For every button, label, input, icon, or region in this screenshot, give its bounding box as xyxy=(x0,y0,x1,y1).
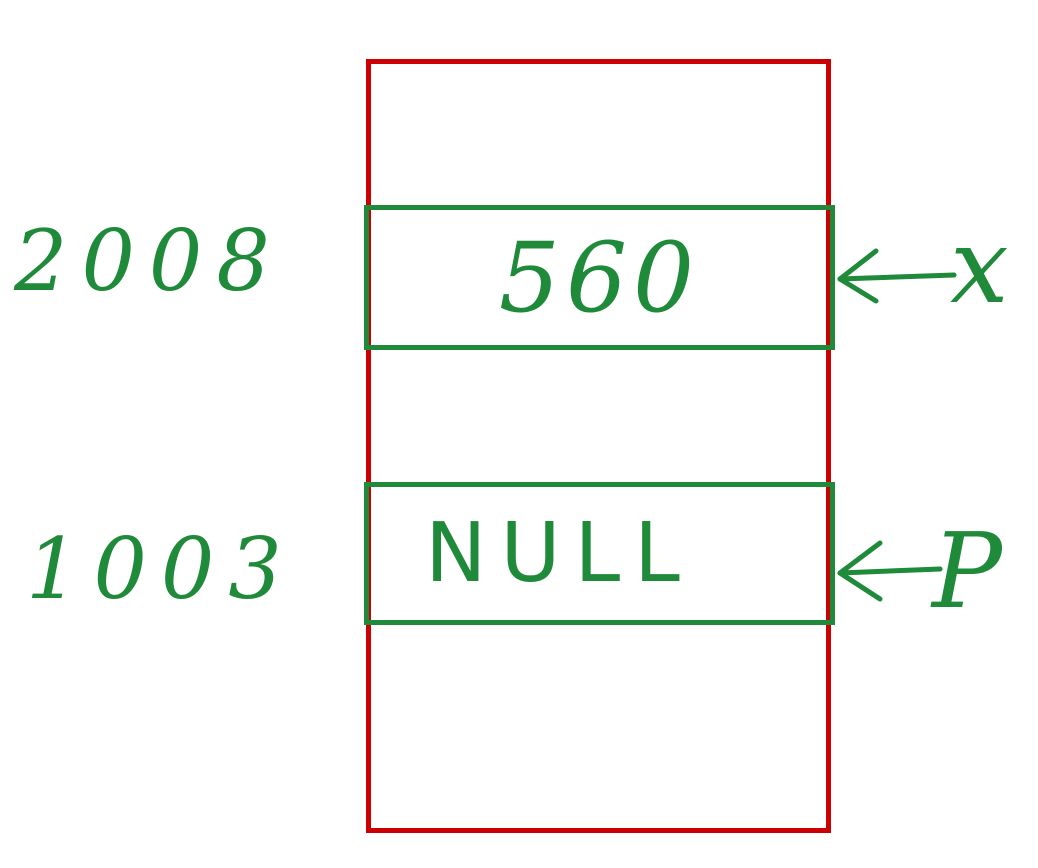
cell-value-top: 560 xyxy=(498,221,701,334)
memory-block-outline xyxy=(366,59,831,833)
address-label-bottom: 1003 xyxy=(26,520,296,618)
memory-cell-top: 560 xyxy=(364,205,835,350)
address-label-top: 2008 xyxy=(14,212,284,310)
left-arrow-icon xyxy=(837,540,943,602)
pointer-label-top: x xyxy=(950,205,1009,327)
left-arrow-icon xyxy=(837,248,957,304)
memory-cell-bottom: NULL xyxy=(364,482,835,625)
cell-value-bottom: NULL xyxy=(425,506,694,601)
pointer-label-bottom: P xyxy=(932,510,1002,632)
